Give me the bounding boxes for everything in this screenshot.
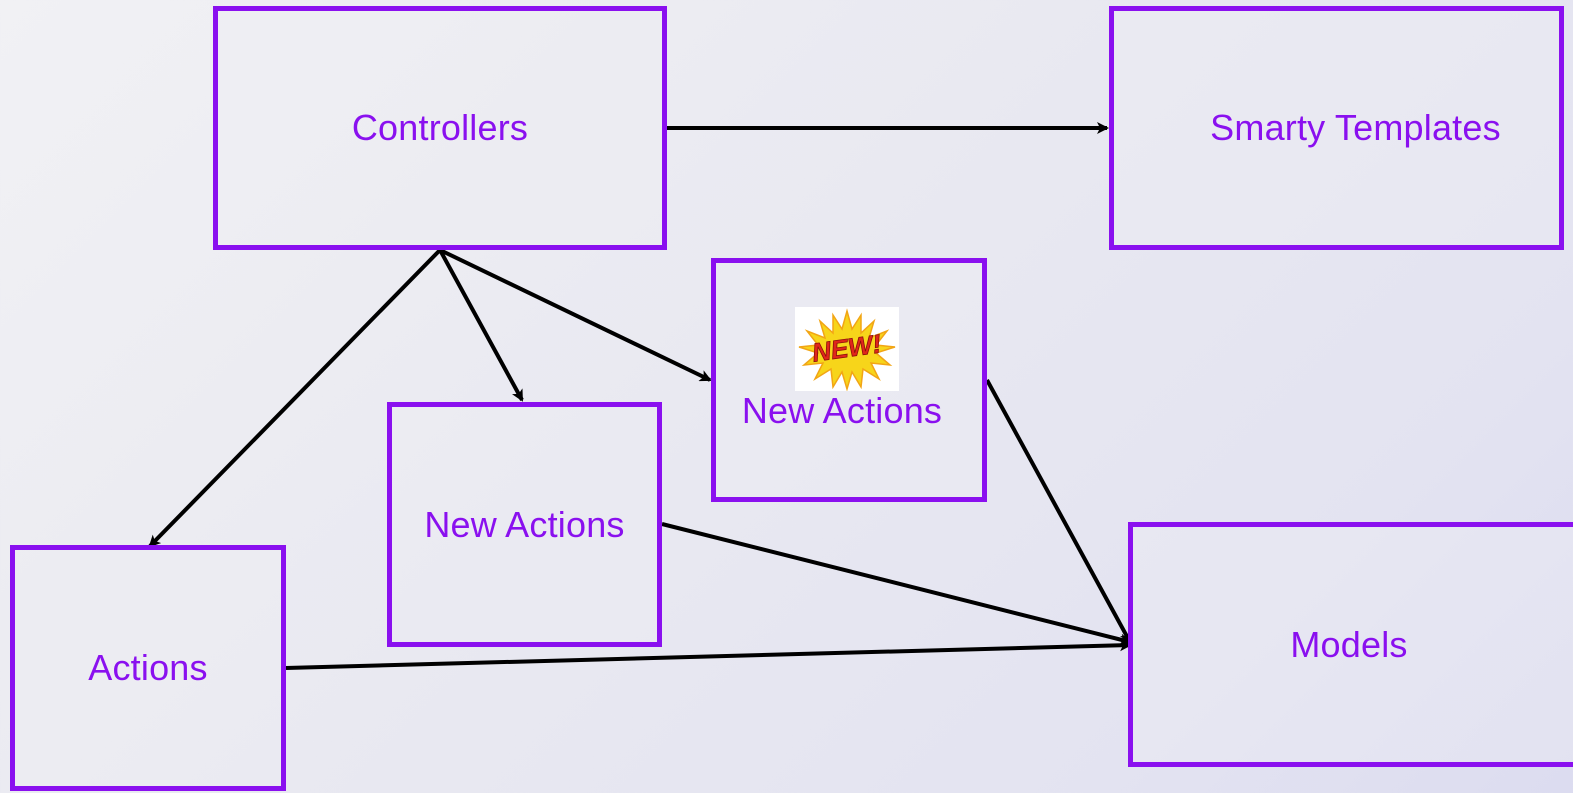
new-actions-label: New Actions <box>424 503 625 545</box>
controllers-box: Controllers <box>213 6 667 250</box>
controllers-label: Controllers <box>351 107 529 148</box>
actions-box: Actions <box>10 545 286 791</box>
models-box: Models <box>1128 522 1573 767</box>
new-actions-box: New Actions <box>387 402 662 647</box>
new-actions-badge-label: New Actions <box>741 390 943 431</box>
new-starburst-icon: NEW! <box>795 307 899 392</box>
new-actions-badge-box: NEW! New Actions <box>711 258 987 502</box>
smarty-templates-box: Smarty Templates <box>1109 6 1564 250</box>
arrow-new-actions-to-models <box>661 522 1132 646</box>
arrow-controllers-to-actions <box>148 248 442 548</box>
arrow-controllers-to-new-actions <box>438 249 524 402</box>
new-badge-graphic: NEW! <box>798 308 896 392</box>
actions-label: Actions <box>88 647 208 688</box>
arrow-actions-to-models <box>285 639 1132 670</box>
starburst-shape <box>798 308 896 392</box>
smarty-templates-label: Smarty Templates <box>1210 107 1501 148</box>
models-label: Models <box>1290 623 1408 665</box>
arrow-controllers-to-new-actions-badge <box>439 248 712 382</box>
arrow-new-actions-badge-to-models <box>985 379 1132 644</box>
